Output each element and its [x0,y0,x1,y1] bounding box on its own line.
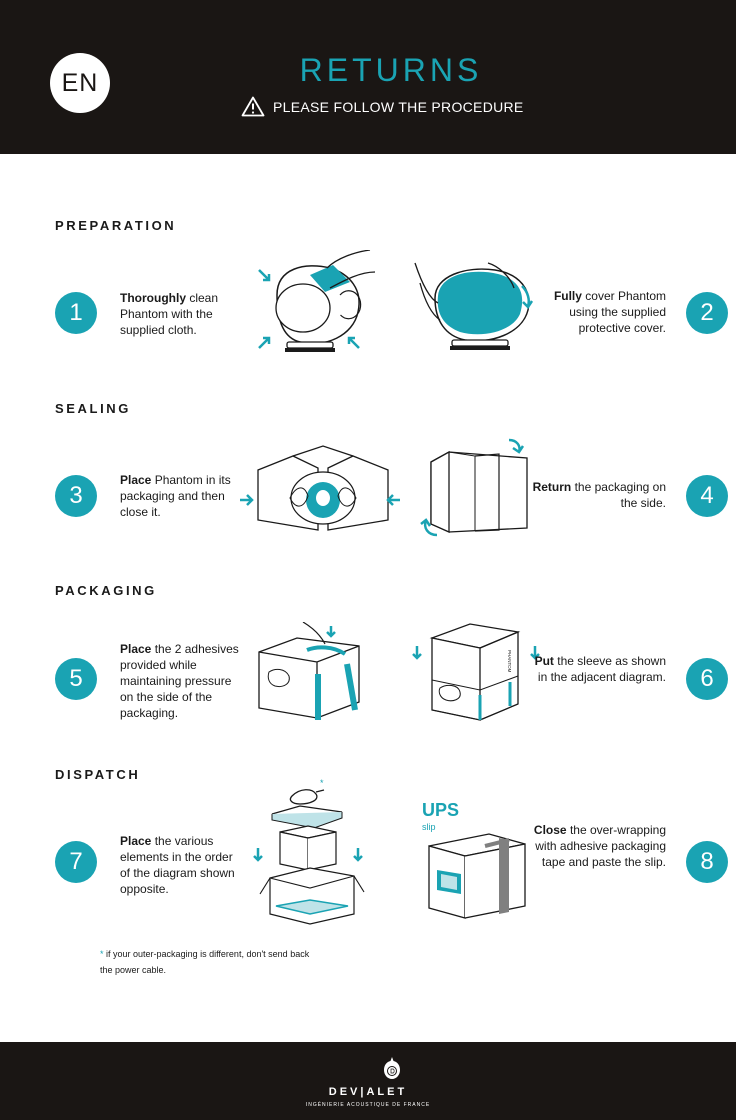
warning-triangle-icon [241,96,265,117]
step-5-text: Place the 2 adhesives provided while mai… [120,642,239,720]
ups-label: UPS [422,800,460,820]
step-8-text: Close the over-wrapping with adhesive pa… [533,823,666,869]
box-label: PHANTOM [507,650,512,673]
cable-note-star: * [320,778,324,788]
step-8-number: 8 [686,841,728,883]
step-4-number: 4 [686,475,728,517]
footnote: * if your outer-packaging is different, … [100,946,310,978]
step-6-number: 6 [686,658,728,700]
section-packaging: PACKAGING [55,583,157,598]
devialet-logo-icon [384,1057,400,1079]
step-2-illustration [414,262,534,350]
section-preparation: PREPARATION [55,218,177,233]
brand-name: DEV|ALET [328,1086,408,1098]
step-4-illustration [420,438,528,537]
footnote-text: if your outer-packaging is different, do… [100,949,310,975]
section-sealing: SEALING [55,401,131,416]
step-1-number: 1 [55,292,97,334]
step-5-number: 5 [55,658,97,700]
brand-tagline: INGÉNIERIE ACOUSTIQUE DE FRANCE [305,1102,431,1108]
subtitle: PLEASE FOLLOW THE PROCEDURE [241,96,524,117]
footer-bar [0,1042,736,1120]
step-3-illustration [240,445,400,531]
step-1-text: Thoroughly clean Phantom with the suppli… [120,291,219,337]
step-7-text: Place the various elements in the order … [120,834,235,896]
ups-slip-label: slip [422,822,436,832]
step-3-text: Place Phantom in its packaging and then … [120,473,231,519]
step-4-text: Return the packaging on the side. [532,480,666,510]
step-5-illustration [258,622,360,720]
step-6-illustration: PHANTOM [412,623,540,721]
page-title: RETURNS [299,52,483,88]
step-2-number: 2 [686,292,728,334]
step-6-text: Put the sleeve as shown in the adjacent … [534,654,666,684]
step-1-illustration [258,250,375,352]
step-3-number: 3 [55,475,97,517]
footnote-star: * [100,949,104,959]
step-7-illustration: * [253,778,365,925]
step-7-number: 7 [55,841,97,883]
step-8-illustration [428,833,526,919]
language-badge[interactable]: EN [50,53,110,113]
step-2-text: Fully cover Phantom using the supplied p… [553,289,666,335]
subtitle-text: PLEASE FOLLOW THE PROCEDURE [273,98,524,115]
header-bar [0,0,736,154]
section-dispatch: DISPATCH [55,767,141,782]
